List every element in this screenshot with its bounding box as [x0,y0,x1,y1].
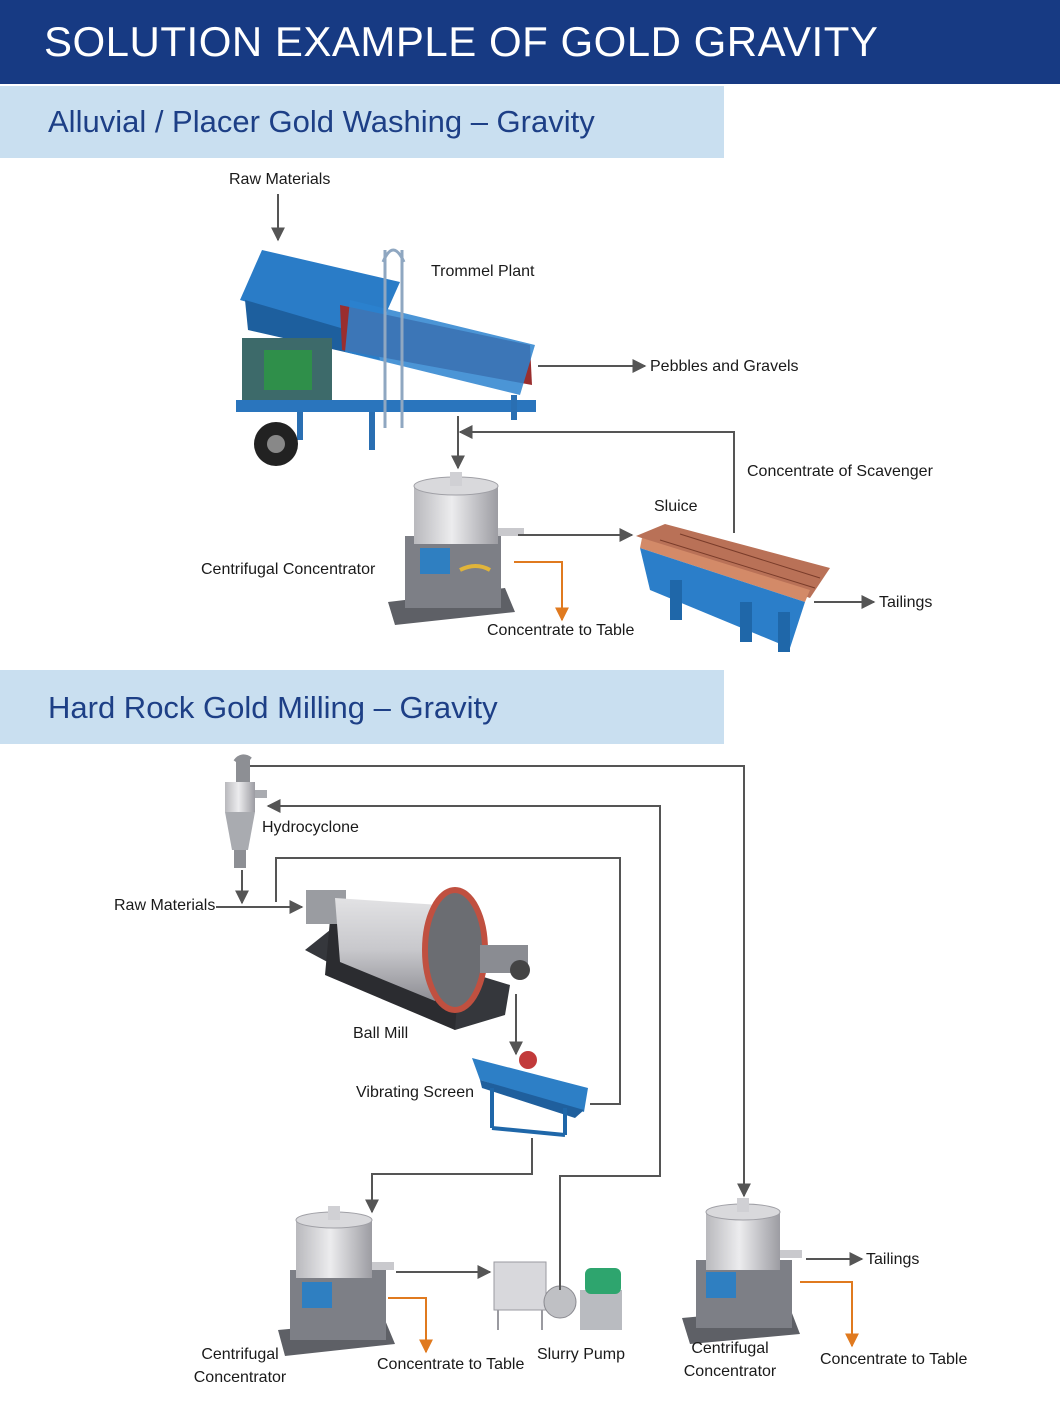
arrow-screen-oversize-return [275,857,621,1105]
arrow-concentrate-to-table-2 [388,1297,433,1354]
section-title-hardrock: Hard Rock Gold Milling – Gravity [48,690,498,725]
arrow-screen-to-centrifugal-left [365,1138,533,1214]
page-title: SOLUTION EXAMPLE OF GOLD GRAVITY [44,18,879,65]
centrifugal-concentrator-right-icon [682,1198,802,1344]
centrifugal-concentrator-icon [388,472,524,625]
label-concentrate-scavenger: Concentrate of Scavenger [747,463,933,480]
header-banner: SOLUTION EXAMPLE OF GOLD GRAVITY [0,0,1060,84]
arrow-top-loop-to-right-centrifugal [250,765,751,1198]
label-concentrate-to-table-3: Concentrate to Table [820,1351,968,1368]
label-centrifugal-left-line2: Concentrator [193,1369,287,1386]
label-slurry-pump: Slurry Pump [537,1346,626,1363]
label-concentrate-to-table-2: Concentrate to Table [377,1356,525,1373]
label-vibrating-screen: Vibrating Screen [356,1084,474,1101]
section-header-hardrock: Hard Rock Gold Milling – Gravity [0,670,724,744]
ball-mill-icon [305,887,530,1030]
label-trommel-plant: Trommel Plant [431,263,535,280]
label-hydrocyclone: Hydrocyclone [262,819,359,836]
label-centrifugal-left-line1: Centrifugal [201,1346,279,1363]
arrow-concentrate-to-table-1 [514,561,569,622]
label-raw-materials: Raw Materials [229,171,331,188]
label-tailings-2: Tailings [866,1251,920,1268]
hydrocyclone-icon [225,754,267,868]
label-raw-materials-2: Raw Materials [114,897,216,914]
label-sluice: Sluice [654,498,698,515]
label-centrifugal-right-line1: Centrifugal [691,1340,769,1357]
label-pebbles-gravels: Pebbles and Gravels [650,358,799,375]
arrow-concentrate-to-table-3 [800,1281,859,1348]
label-centrifugal-concentrator: Centrifugal Concentrator [201,561,376,578]
section-header-alluvial: Alluvial / Placer Gold Washing – Gravity [0,86,724,158]
label-ball-mill: Ball Mill [353,1025,409,1042]
vibrating-screen-icon [472,1051,588,1137]
label-concentrate-to-table: Concentrate to Table [487,622,635,639]
slurry-pump-icon [493,1261,622,1330]
trommel-plant-icon [236,248,536,466]
section-title-alluvial: Alluvial / Placer Gold Washing – Gravity [48,104,595,139]
label-centrifugal-right-line2: Concentrator [683,1363,777,1380]
arrow-pump-to-hydrocyclone [266,799,661,1290]
arrow-scavenger-return [458,425,735,533]
label-tailings: Tailings [879,594,933,611]
centrifugal-concentrator-left-icon [278,1206,395,1356]
sluice-icon [636,524,830,652]
